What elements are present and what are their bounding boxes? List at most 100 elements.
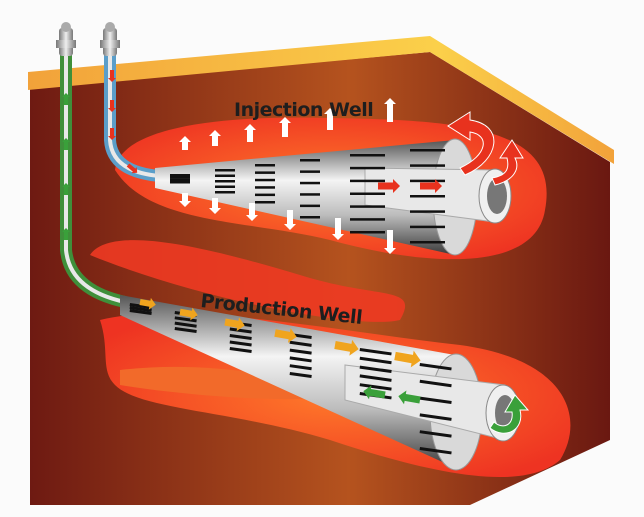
liner-slot — [255, 164, 275, 167]
production-flow-arrow-icon — [62, 183, 70, 195]
liner-slot — [255, 186, 275, 189]
liner-slot — [419, 430, 452, 438]
liner-slot — [359, 365, 392, 374]
liner-slot — [129, 305, 152, 313]
production-flow-arrow-icon — [398, 390, 421, 405]
liner-slot — [410, 164, 445, 167]
production-liner — [120, 295, 521, 471]
liner-slot — [300, 159, 320, 162]
liner-slot — [229, 340, 252, 347]
liner-slot — [410, 195, 445, 198]
deep-heat-zone — [120, 366, 330, 400]
injection-return-arrow-icon — [447, 111, 495, 176]
injection-outflow-arrow-icon — [491, 139, 524, 186]
heat-in-arrow-icon — [179, 307, 198, 321]
production-flow-arrow-icon — [62, 93, 70, 105]
liner-slot — [419, 363, 452, 371]
heat-out-arrow-icon — [384, 98, 396, 122]
heat-out-arrow-icon — [209, 198, 221, 214]
liner-slot — [419, 396, 452, 405]
liner-slot — [419, 446, 452, 455]
liner-slot — [350, 166, 385, 170]
liner-slot — [289, 333, 312, 340]
liner-slot — [350, 179, 385, 183]
liner-slot — [255, 178, 275, 182]
liner-slot — [289, 371, 312, 379]
liner-slot — [129, 309, 152, 316]
injection-flow-arrow-icon — [420, 179, 442, 193]
liner-slot — [350, 218, 385, 221]
heat-out-arrow-icon — [244, 124, 256, 142]
injection-well-label: Injection Well — [234, 99, 373, 121]
liner-slot — [300, 193, 320, 196]
liner-slot — [300, 170, 320, 173]
liner-slot — [170, 174, 190, 177]
production-return-arrow-icon — [489, 394, 530, 434]
liner-slot — [410, 210, 445, 213]
liner-slot — [174, 321, 197, 328]
injection-wellhead-icon — [100, 22, 120, 56]
liner-slot — [215, 169, 235, 172]
liner-slot — [170, 176, 190, 179]
heat-out-arrow-icon — [324, 108, 336, 130]
liner-slot — [229, 347, 252, 354]
liner-slot — [350, 205, 385, 208]
liner-slot — [359, 348, 392, 356]
liner-slot — [350, 231, 385, 234]
production-wellhead-icon — [56, 22, 76, 56]
heat-out-arrow-icon — [279, 117, 291, 137]
heat-out-arrow-icon — [209, 130, 221, 146]
heat-out-arrow-icon — [246, 203, 258, 221]
liner-slot — [215, 180, 235, 183]
production-heat-zone-upper — [90, 240, 406, 322]
heat-out-arrow-icon — [179, 193, 191, 207]
heat-out-arrow-icon — [332, 218, 344, 240]
liner-slot — [419, 413, 452, 421]
liner-slot — [300, 204, 320, 208]
heat-in-arrow-icon — [334, 339, 359, 356]
injection-flow-arrow-icon — [108, 128, 116, 140]
liner-slot — [215, 185, 235, 188]
heat-out-arrow-icon — [284, 210, 296, 230]
liner-slot — [229, 334, 252, 341]
liner-slot — [289, 340, 312, 347]
liner-slot — [129, 303, 152, 310]
production-flow-arrow-icon — [62, 138, 70, 150]
liner-slot — [255, 171, 275, 174]
liner-slot — [255, 201, 275, 204]
liner-slot — [215, 174, 235, 177]
heat-in-arrow-icon — [394, 350, 421, 368]
liner-slot — [255, 193, 275, 197]
liner-slot — [300, 216, 320, 219]
injection-flow-arrow-icon — [108, 70, 116, 82]
heat-in-arrow-icon — [274, 328, 297, 343]
injection-flow-arrow-icon — [378, 179, 400, 193]
liner-slot — [359, 356, 392, 365]
production-flow-arrow-icon — [62, 228, 70, 240]
heat-out-arrow-icon — [179, 136, 191, 150]
liner-slot — [229, 327, 252, 334]
injection-flow-arrow-icon — [108, 100, 116, 112]
heat-out-arrow-icon — [384, 230, 396, 254]
liner-slot — [289, 348, 312, 355]
liner-slot — [289, 356, 312, 363]
liner-slot — [170, 181, 190, 184]
liner-slot — [350, 192, 385, 195]
liner-slot — [350, 154, 385, 157]
injection-flow-arrow-icon — [126, 163, 138, 174]
liner-slot — [174, 327, 197, 334]
production-flow-arrow-icon — [363, 385, 386, 400]
liner-slot — [359, 374, 392, 382]
liner-slot — [410, 149, 445, 152]
surface-layer — [28, 36, 614, 164]
liner-slot — [170, 178, 190, 182]
liner-slot — [300, 181, 320, 185]
liner-slot — [359, 383, 392, 391]
liner-slot — [215, 191, 235, 194]
liner-slot — [410, 179, 445, 183]
liner-slot — [419, 379, 452, 388]
liner-slot — [174, 316, 197, 323]
heat-in-arrow-icon — [224, 317, 245, 332]
